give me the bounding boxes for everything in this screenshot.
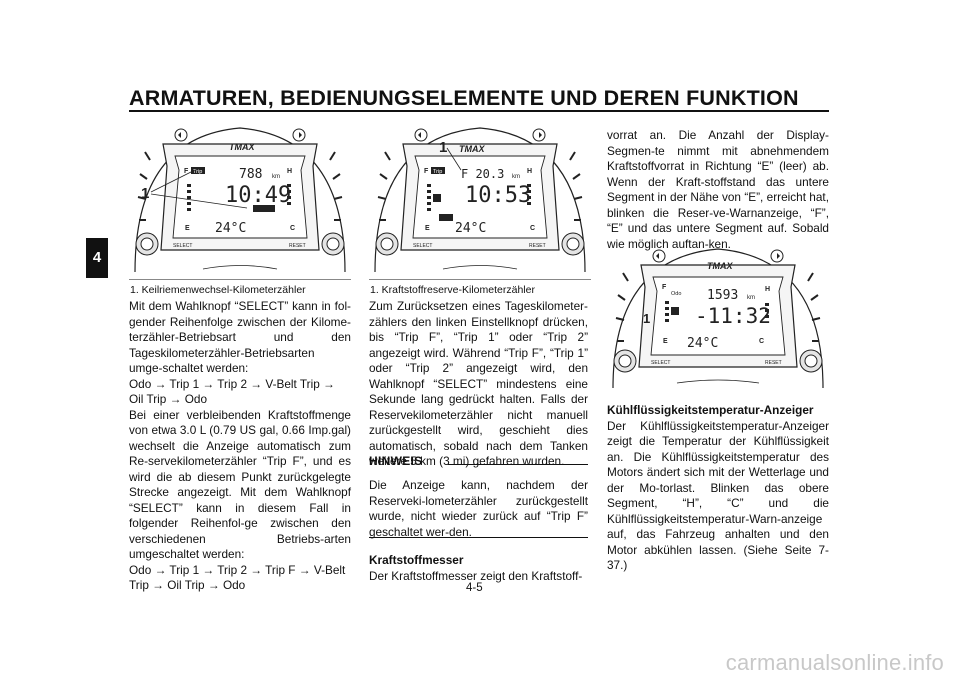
column-3-text-bottom: Kühlflüssigkeitstemperatur-Anzeiger Der … [607, 403, 829, 574]
watermark-text: carmanualsonline.info [725, 650, 944, 675]
svg-text:E: E [425, 225, 430, 232]
svg-text:F: F [184, 168, 189, 175]
svg-text:TMAX: TMAX [707, 261, 733, 271]
svg-text:24°C: 24°C [455, 221, 486, 236]
svg-text:SELECT: SELECT [173, 243, 192, 249]
figure-2-caption-rule [369, 279, 591, 280]
svg-text:C: C [530, 225, 535, 232]
figure-1-caption-rule [129, 279, 351, 280]
svg-text:24°C: 24°C [215, 221, 246, 236]
hinweis-text: Die Anzeige kann, nachdem der Reserveki-… [369, 478, 588, 539]
svg-text:1: 1 [141, 185, 149, 202]
svg-text:km: km [272, 174, 280, 180]
svg-text:E: E [185, 225, 190, 232]
svg-text:TMAX: TMAX [229, 142, 255, 152]
svg-text:km: km [512, 174, 520, 180]
svg-text:F: F [662, 284, 667, 291]
svg-text:H: H [287, 168, 292, 175]
figure-3-instrument-panel: TMAX Odo F H 1593 km -11:32 24°C E C SEL… [607, 243, 829, 393]
svg-text:SELECT: SELECT [413, 243, 432, 249]
hinweis-top-rule [448, 464, 588, 465]
page-title: ARMATUREN, BEDIENUNGSELEMENTE UND DEREN … [129, 86, 799, 110]
figure-2-caption: 1. Kraftstoffreserve-Kilometerzähler [370, 284, 535, 296]
svg-text:Trip: Trip [433, 169, 442, 175]
svg-text:F 20.3: F 20.3 [461, 167, 504, 181]
hinweis-box: HINWEIS Die Anzeige kann, nachdem der Re… [369, 452, 588, 540]
svg-text:Trip: Trip [193, 169, 202, 175]
svg-text:SELECT: SELECT [651, 360, 670, 366]
svg-text:F: F [424, 168, 429, 175]
svg-text:-11:32: -11:32 [695, 304, 771, 328]
svg-text:E: E [663, 338, 668, 345]
svg-text:10:53: 10:53 [465, 183, 531, 208]
mode-sequence-2: Odo → Trip 1 → Trip 2 → Trip F → V-Belt … [129, 562, 346, 593]
svg-text:1593: 1593 [707, 288, 738, 303]
hinweis-label: HINWEIS [369, 454, 423, 468]
figure-2-instrument-panel: TMAX Trip F H F 20.3 km 10:53 24°C E C S… [369, 122, 591, 280]
paragraph-reserve-trip: Bei einer verbleibenden Kraftstoffmenge … [129, 407, 351, 562]
svg-text:Odo: Odo [671, 291, 681, 297]
paragraph-fuel-gauge-continued: vorrat an. Die Anzahl der Display-Segmen… [607, 128, 829, 251]
coolant-temp-heading: Kühlflüssigkeitstemperatur-Anzeiger [607, 403, 814, 417]
svg-text:10:49: 10:49 [225, 183, 291, 208]
instrument-panel-illustration: TMAX Odo F H 1593 km -11:32 24°C E C SEL… [612, 248, 824, 389]
svg-text:C: C [290, 225, 295, 232]
svg-text:RESET: RESET [765, 360, 782, 366]
figure-1-caption: 1. Keilriemenwechsel-Kilometerzähler [130, 284, 306, 296]
title-rule [129, 110, 829, 112]
paragraph-select-modes: Mit dem Wahlknopf “SELECT” kann in fol-g… [129, 299, 351, 375]
paragraph-reset-trip: Zum Zurücksetzen eines Tageskilometer-zä… [369, 299, 588, 468]
instrument-panel-illustration: TMAX Trip F H F 20.3 km 10:53 24°C E C S… [374, 127, 586, 273]
svg-text:RESET: RESET [289, 243, 306, 249]
svg-text:TMAX: TMAX [459, 144, 485, 154]
svg-text:H: H [527, 168, 532, 175]
column-2-text: Zum Zurücksetzen eines Tageskilometer-zä… [369, 299, 588, 470]
column-1-text: Mit dem Wahlknopf “SELECT” kann in fol-g… [129, 299, 351, 594]
fuel-gauge-section: Kraftstoffmesser Der Kraftstoffmesser ze… [369, 553, 588, 584]
svg-text:1: 1 [439, 139, 447, 156]
chapter-tab: 4 [86, 238, 108, 278]
fuel-gauge-intro: Der Kraftstoffmesser zeigt den Kraftstof… [369, 568, 583, 583]
instrument-panel-illustration: TMAX Trip F H 788 km 10:49 24°C E C SELE… [134, 127, 346, 273]
hinweis-bottom-rule [369, 537, 588, 538]
svg-text:1: 1 [643, 311, 650, 326]
svg-text:H: H [765, 286, 770, 293]
svg-text:788: 788 [239, 167, 262, 182]
svg-text:RESET: RESET [529, 243, 546, 249]
page-number: 4-5 [466, 582, 483, 594]
svg-text:24°C: 24°C [687, 336, 718, 351]
fuel-gauge-heading: Kraftstoffmesser [369, 553, 464, 567]
column-3-text-top: vorrat an. Die Anzahl der Display-Segmen… [607, 128, 829, 252]
mode-sequence-1: Odo → Trip 1 → Trip 2 → V-Belt Trip → Oi… [129, 376, 335, 407]
paragraph-coolant-temp: Der Kühlflüssigkeitstemperatur-Anzeiger … [607, 418, 829, 573]
figure-1-instrument-panel: TMAX Trip F H 788 km 10:49 24°C E C SELE… [129, 122, 351, 280]
svg-text:C: C [759, 338, 764, 345]
svg-text:km: km [747, 295, 755, 301]
